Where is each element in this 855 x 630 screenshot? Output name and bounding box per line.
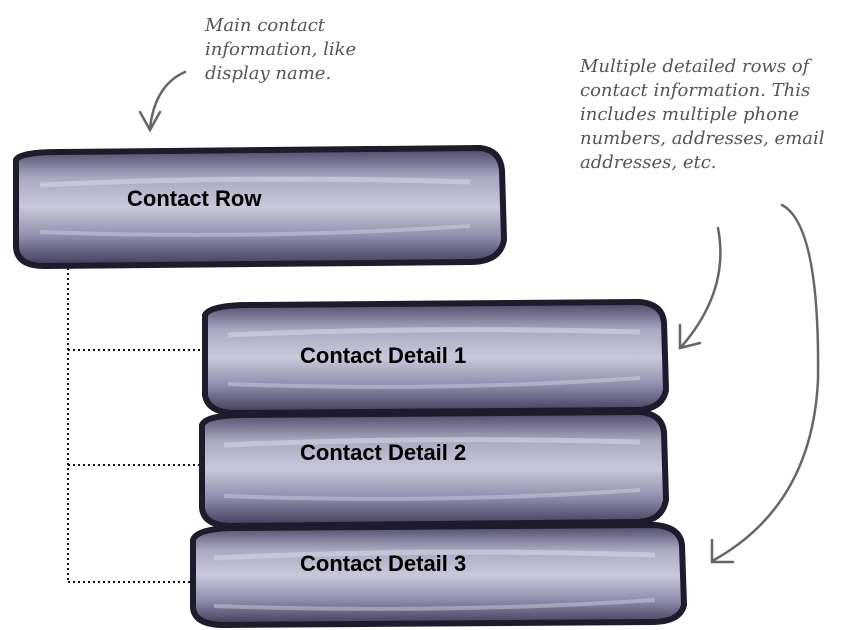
contact-detail-1-label: Contact Detail 1 [300, 343, 467, 368]
contact-detail-3-label: Contact Detail 3 [300, 551, 467, 576]
arrow-to-contact-detail-1 [678, 226, 722, 350]
arrow-to-contact-row [138, 70, 187, 133]
arrow-to-contact-detail-3 [710, 203, 820, 564]
tree-connector [67, 268, 205, 583]
contact-detail-1-bar [202, 299, 669, 416]
detail-rows-annotation: Multiple detailed rows of contact inform… [580, 56, 825, 173]
contact-detail-2-label: Contact Detail 2 [300, 440, 467, 465]
contact-row-label: Contact Row [127, 186, 262, 211]
contact-row-bar [13, 145, 507, 269]
contact-detail-3-bar [190, 522, 687, 628]
main-contact-annotation: Main contact information, like display n… [205, 15, 357, 84]
contact-detail-2-bar [199, 409, 669, 529]
